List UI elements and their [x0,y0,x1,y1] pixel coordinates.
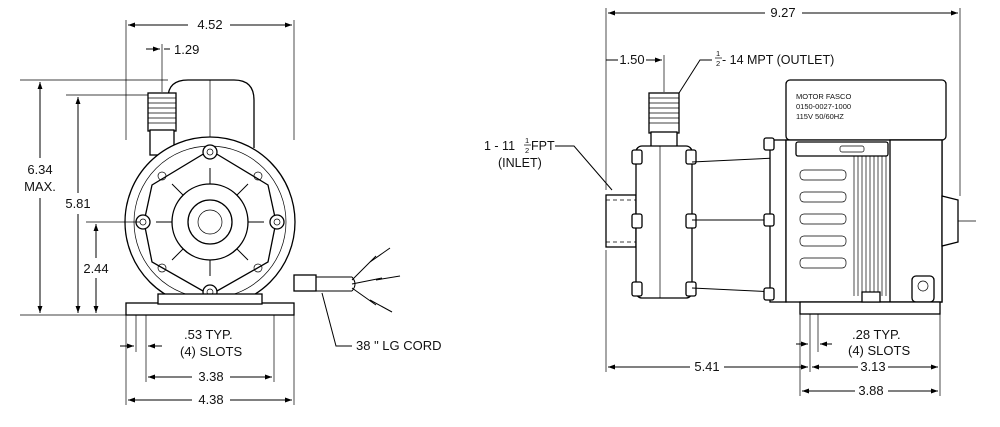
front-body-height-label: 5.81 [65,196,90,211]
side-bolt-heads [631,149,697,297]
inlet-fraction-num: 1 [525,136,529,145]
front-outlet-offset-label: 1.29 [174,42,199,57]
inlet-note-pre: 1 - 11 [484,139,515,153]
motor-part-label: 0150-0027-1000 [796,102,851,111]
side-slot-spacing-label: 3.13 [860,359,885,374]
inlet-note-post: FPT [531,139,555,153]
front-cord-label: 38 " LG CORD [356,338,442,353]
side-base-length-label: 3.88 [858,383,883,398]
front-view: 4.52 1.29 6.34 MAX. 5.81 2.44 [20,17,442,407]
front-max-label: MAX. [24,179,56,194]
side-motor-slots [799,169,847,269]
inlet-sub-label: (INLET) [498,156,542,170]
side-inlet-to-base-label: 5.41 [694,359,719,374]
motor-rating-label: 115V 50/60HZ [796,112,844,121]
side-view: MOTOR FASCO 0150-0027-1000 115V 50/60HZ [484,5,976,398]
inlet-fraction-den: 2 [525,146,529,155]
motor-brand-label: MOTOR FASCO [796,92,851,101]
front-center-height-label: 2.44 [83,261,108,276]
front-slot-size-label: .53 TYP. [184,327,233,342]
side-outlet-threads [649,97,679,124]
side-overall-length-label: 9.27 [770,5,795,20]
side-slot-count-label: (4) SLOTS [848,343,910,358]
front-outlet-threads [148,97,176,124]
front-overall-width-label: 4.52 [197,17,222,32]
outlet-note-label: - 14 MPT (OUTLET) [722,53,834,67]
outlet-fraction-num: 1 [716,49,720,58]
side-slot-size-label: .28 TYP. [852,327,901,342]
front-slot-count-label: (4) SLOTS [180,344,242,359]
side-motor-laminations [853,156,887,296]
front-dimensions: 4.52 1.29 6.34 MAX. 5.81 2.44 [20,17,442,407]
front-slot-spacing-label: 3.38 [198,369,223,384]
side-flange-bolts [763,137,775,301]
side-dimensions: 9.27 1.50 1 2 - 14 MPT (OUTLET) 1 - 11 1… [484,5,961,398]
side-outlet-offset-label: 1.50 [619,52,644,67]
front-cord [316,247,401,313]
front-base-width-label: 4.38 [198,392,223,407]
outlet-fraction-den: 2 [716,59,720,68]
front-pump-body [124,79,317,316]
front-max-height-label: 6.34 [27,162,52,177]
side-pump-body: MOTOR FASCO 0150-0027-1000 115V 50/60HZ [605,79,976,315]
